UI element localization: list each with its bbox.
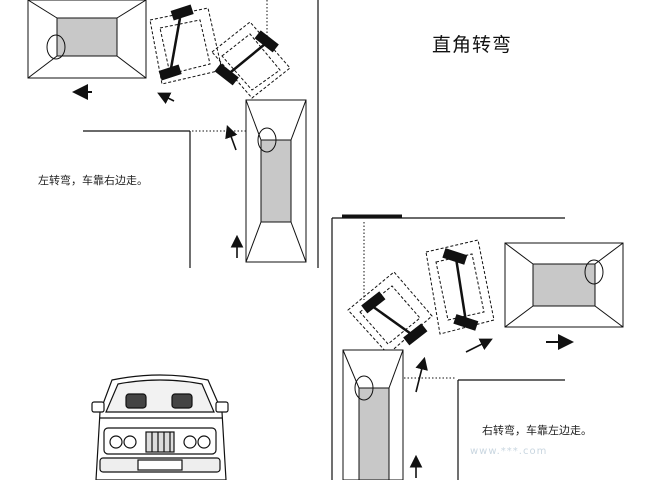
right-turn-car-start — [342, 349, 404, 480]
left-turn-road — [83, 0, 319, 268]
right-turn-axle-2 — [442, 248, 479, 331]
left-turn-car-final — [27, 0, 147, 79]
right-turn-road — [331, 214, 565, 480]
left-turn-car-start — [245, 99, 307, 263]
left-turn-axle-1 — [214, 30, 279, 86]
right-turn-arrow-2 — [465, 338, 493, 353]
left-turn-axle-2 — [158, 4, 194, 81]
right-turn-ghost-1 — [347, 271, 433, 355]
right-turn-ghost-2 — [425, 239, 495, 335]
car-front-illustration — [91, 374, 229, 480]
right-turn-car-final — [504, 242, 624, 328]
left-turn-caption: 左转弯，车靠右边走。 — [38, 174, 148, 187]
right-turn-caption: 右转弯，车靠左边走。 — [482, 424, 592, 437]
right-turn-arrow-1 — [415, 356, 428, 393]
watermark-text: www.***.com — [470, 446, 548, 457]
diagram-title: 直角转弯 — [432, 34, 513, 56]
right-turn-axle-1 — [361, 291, 428, 346]
left-turn-arrow-2 — [157, 92, 175, 105]
left-turn-ghost-1 — [211, 21, 291, 99]
left-turn-arrow-1 — [225, 124, 238, 151]
